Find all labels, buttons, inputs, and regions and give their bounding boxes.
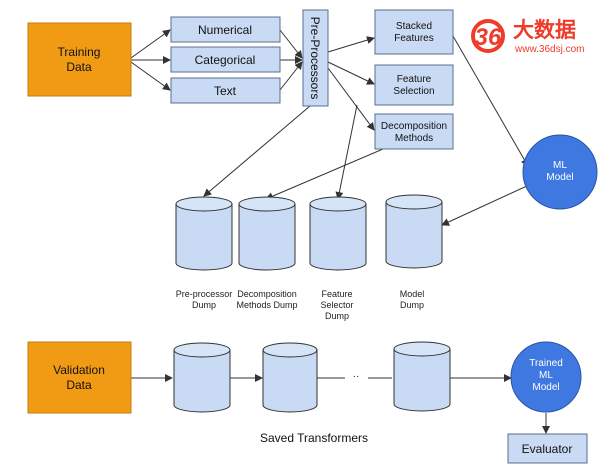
preprocessor-dump-label-line1: Pre-processor (176, 289, 233, 299)
preprocessor-dump-label-line2: Dump (192, 300, 216, 310)
arrow-preprocessors-to-stacked (327, 36, 375, 53)
ml-model-node: ML Model (522, 134, 598, 210)
watermark-url: www.36dsj.com (514, 44, 584, 55)
stacked-features-node: Stacked Features (374, 9, 454, 55)
arrow-ml-model-to-model-dump (441, 184, 530, 226)
arrow-preprocessors-to-decomposition (327, 67, 375, 131)
decomposition-dump-label-line2: Methods Dump (236, 300, 297, 310)
decomposition-methods-label-line1: Decomposition (381, 121, 447, 132)
training-data-label-line1: Training (58, 45, 101, 59)
ml-model-label-line1: ML (553, 160, 567, 171)
feature-selector-dump-label-line3: Dump (325, 311, 349, 321)
feature-selection-label-line1: Feature (397, 74, 432, 85)
validation-data-label-line2: Data (66, 378, 92, 392)
arrow-text-to-preprocessors (279, 61, 303, 91)
arrow-preprocessors-to-feature-selection (327, 61, 375, 85)
watermark-name: 大数据 (513, 19, 576, 42)
model-dump-cylinder (385, 194, 443, 269)
saved-transformers-label: Saved Transformers (260, 431, 368, 445)
feature-selection-label-line2: Selection (393, 86, 434, 97)
preprocessors-label: Pre-Processors (308, 17, 322, 100)
arrow-preprocessors-to-preprocessor-dump (203, 105, 311, 197)
model-dump-label-line2: Dump (400, 300, 424, 310)
trained-ml-model-label-line2: ML (539, 370, 553, 381)
preprocessor-dump-cylinder (175, 196, 233, 271)
decomposition-dump-label-line1: Decomposition (237, 289, 297, 299)
trained-ml-model-label-line1: Trained (529, 358, 563, 369)
watermark-ring-icon (471, 19, 505, 53)
training-data-node: Training Data (27, 22, 132, 97)
arrow-decomposition-to-decomposition-dump (265, 148, 384, 200)
decomposition-methods-node: Decomposition Methods (374, 113, 454, 150)
decomposition-methods-label-line2: Methods (395, 133, 433, 144)
text-node: Text (170, 77, 281, 104)
evaluator-label: Evaluator (522, 442, 573, 456)
trained-ml-model-node: Trained ML Model (510, 341, 582, 413)
categorical-label: Categorical (195, 53, 256, 67)
feature-selector-dump-label-line1: Feature (321, 289, 352, 299)
arrow-stacked-to-ml-model (452, 35, 529, 167)
stacked-features-label-line2: Features (394, 33, 433, 44)
saved-transformer-cylinder-1 (173, 342, 231, 413)
numerical-node: Numerical (170, 16, 281, 43)
saved-transformer-cylinder-2 (262, 342, 318, 413)
validation-data-label-line1: Validation (53, 363, 105, 377)
saved-transformer-cylinder-3 (393, 341, 451, 412)
watermark-badge: 36 (475, 24, 502, 51)
connector-arrows (130, 29, 550, 434)
stacked-features-label-line1: Stacked (396, 21, 432, 32)
ellipsis-label: ·· (353, 371, 360, 382)
ml-model-label-line2: Model (546, 172, 573, 183)
feature-selector-dump-cylinder (309, 196, 367, 271)
arrow-numerical-to-preprocessors (279, 29, 303, 59)
arrow-training-to-text (130, 61, 171, 91)
arrow-training-to-numerical (130, 29, 171, 59)
feature-selector-dump-label-line2: Selector (320, 300, 353, 310)
training-data-label-line2: Data (66, 60, 92, 74)
trained-ml-model-label-line3: Model (532, 382, 559, 393)
categorical-node: Categorical (170, 46, 281, 73)
numerical-label: Numerical (198, 23, 252, 37)
decomposition-dump-cylinder (238, 196, 296, 271)
evaluator-node: Evaluator (507, 433, 588, 464)
text-label: Text (214, 84, 237, 98)
arrow-feature-selection-to-selector-dump (335, 104, 358, 200)
model-dump-label-line1: Model (400, 289, 425, 299)
feature-selection-node: Feature Selection (374, 64, 454, 106)
validation-data-node: Validation Data (27, 341, 132, 414)
watermark-logo: 36 大数据 www.36dsj.com (471, 19, 584, 55)
preprocessors-node: Pre-Processors (302, 9, 329, 107)
